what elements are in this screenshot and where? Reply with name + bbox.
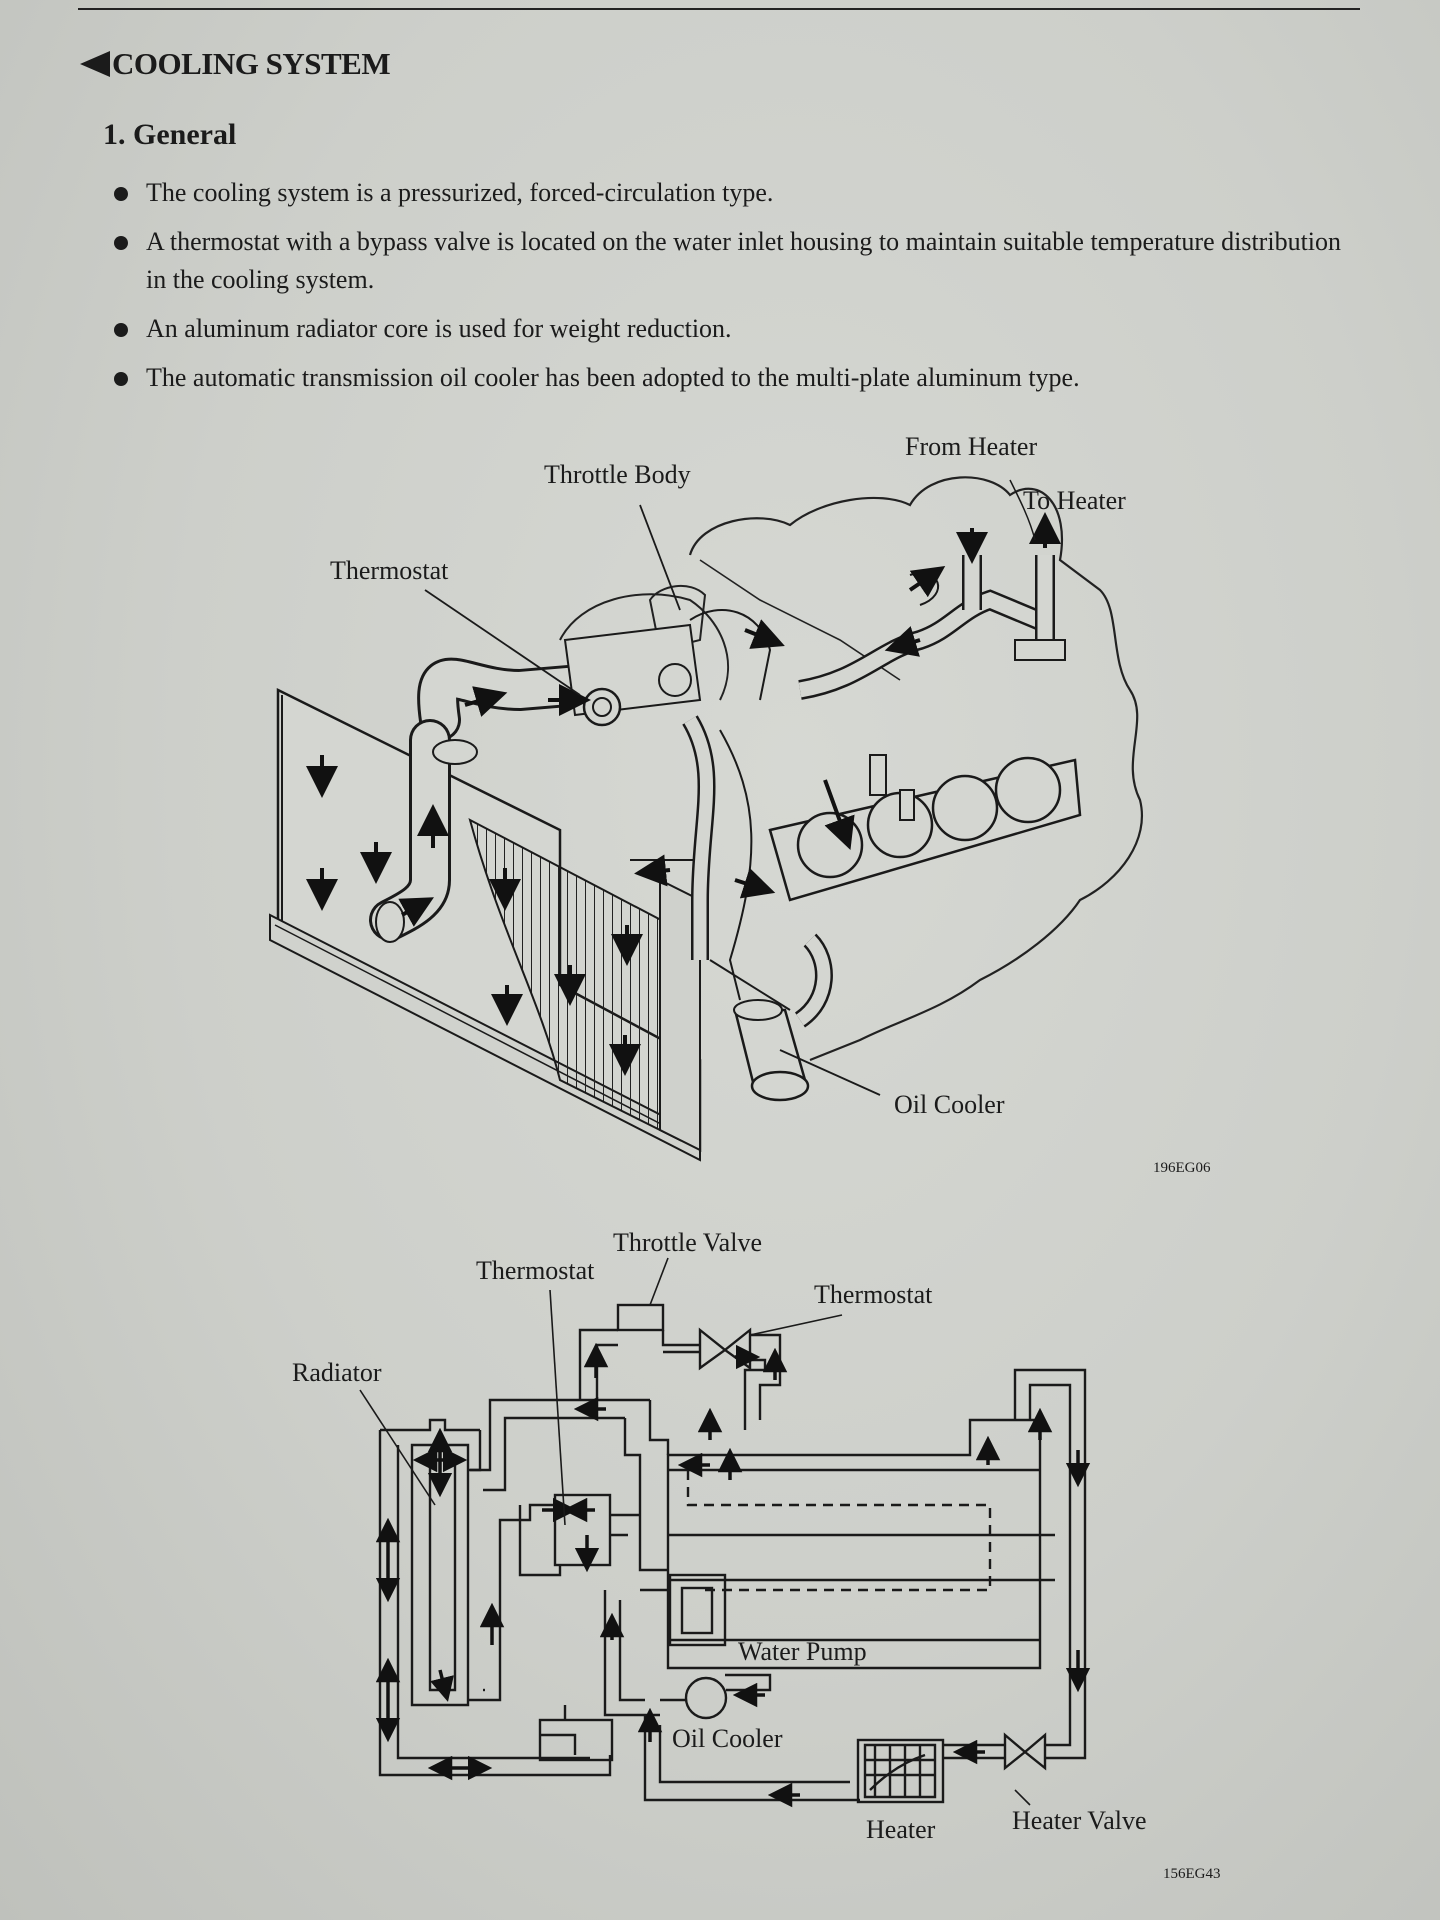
- label-from-heater: From Heater: [905, 432, 1038, 461]
- bullet-item: An aluminum radiator core is used for we…: [112, 310, 1362, 348]
- bullet-item: The automatic transmission oil cooler ha…: [112, 359, 1362, 397]
- bullet-icon: [114, 323, 128, 337]
- bullet-item: The cooling system is a pressurized, for…: [112, 174, 1362, 212]
- bullet-item: A thermostat with a bypass valve is loca…: [112, 223, 1362, 299]
- label-thermostat-bypass: Thermostat: [476, 1256, 595, 1285]
- engine-outline: [688, 476, 1143, 1062]
- bullet-icon: [114, 236, 128, 250]
- label-heater: Heater: [866, 1815, 936, 1844]
- label-throttle-valve: Throttle Valve: [613, 1228, 762, 1257]
- section-marker-icon: [80, 51, 110, 77]
- label-thermostat: Thermostat: [330, 556, 449, 585]
- section-title: COOLING SYSTEM: [80, 46, 391, 82]
- bullet-icon: [114, 372, 128, 386]
- bullet-list: The cooling system is a pressurized, for…: [112, 174, 1362, 408]
- radiator: [269, 687, 702, 1162]
- label-throttle-body: Throttle Body: [544, 460, 691, 489]
- figure-code-2: 156EG43: [1163, 1866, 1221, 1882]
- label-radiator: Radiator: [292, 1358, 382, 1387]
- label-thermostat-heater: Thermostat: [814, 1280, 933, 1309]
- label-to-heater: To Heater: [1023, 486, 1126, 515]
- section-title-text: COOLING SYSTEM: [112, 46, 391, 81]
- label-oil-cooler: Oil Cooler: [894, 1090, 1005, 1119]
- label-heater-valve: Heater Valve: [1012, 1806, 1147, 1835]
- cylinder-head-gasket: [768, 754, 1082, 902]
- bullet-icon: [114, 187, 128, 201]
- oil-cooler-canister: [733, 999, 810, 1102]
- label-water-pump: Water Pump: [738, 1637, 867, 1666]
- subsection-heading: 1. General: [103, 118, 237, 151]
- top-rule: [78, 8, 1360, 10]
- label-oil-cooler-schematic: Oil Cooler: [672, 1724, 783, 1753]
- figure-code-1: 196EG06: [1153, 1160, 1211, 1176]
